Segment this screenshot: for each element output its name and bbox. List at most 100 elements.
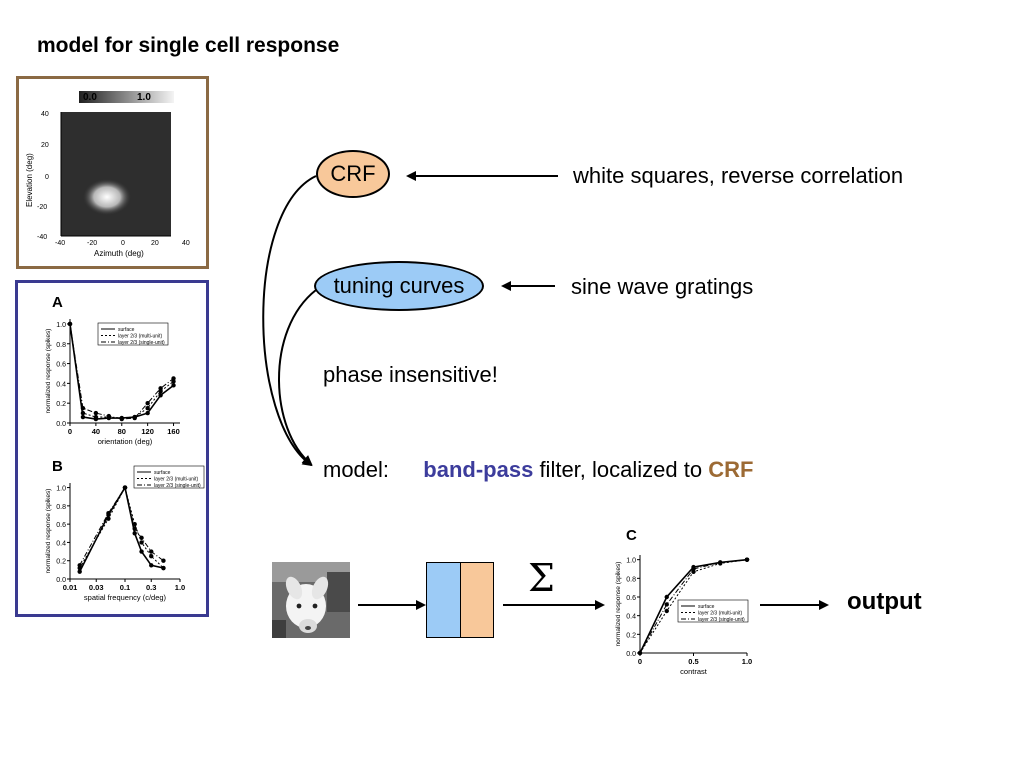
panel-b-data-point [161, 558, 166, 563]
panel-a-data-point [93, 410, 99, 416]
panel-a-xtick-label: 80 [118, 427, 126, 436]
panel-a-data-point [171, 383, 176, 388]
panel-b-ytick-label: 1.0 [56, 486, 66, 493]
tuning-curves-node: tuning curves [314, 261, 484, 311]
scale-max-label: 1.0 [137, 92, 151, 103]
output-label: output [847, 588, 922, 615]
model-prefix: model: [323, 457, 390, 482]
panel-a-data-point [119, 416, 124, 422]
panel-b-legend-label: surface [154, 470, 171, 476]
model-crf: CRF [708, 457, 754, 482]
panel-b-data-point [161, 565, 166, 571]
model-description: model: band-pass filter, localized to CR… [323, 457, 753, 483]
panel-a-series-line [69, 323, 174, 420]
panel-c-xlabel: contrast [680, 667, 708, 676]
panel-c-data-point [664, 602, 669, 607]
panel-c-ytick-label: 1.0 [626, 558, 636, 565]
rf-xtick: -20 [87, 240, 97, 247]
panel-a-ytick-label: 0.4 [56, 381, 66, 388]
panel-b-ytick-label: 0.0 [56, 577, 66, 584]
panel-c-legend-label: layer 2/3 (multi-unit) [698, 611, 743, 617]
panel-a-ytick-label: 1.0 [56, 322, 66, 329]
panel-a-data-point [158, 386, 163, 391]
panel-a-xtick-label: 0 [68, 427, 72, 436]
panel-b-ytick-label: 0.8 [56, 504, 66, 511]
panel-a-data-point [158, 393, 163, 398]
panel-b-legend-label: layer 2/3 (multi-unit) [154, 477, 199, 483]
panel-b-xlabel: spatial frequency (c/deg) [84, 593, 167, 602]
panel-c-legend-box [677, 599, 749, 623]
panel-b-data-point [132, 531, 137, 536]
panel-b-letter: B [52, 458, 63, 475]
panel-b-xtick-label: 1.0 [175, 583, 185, 592]
crf-node-label: CRF [330, 161, 376, 186]
panel-a-data-point [67, 321, 73, 327]
panel-c-data-point [664, 608, 669, 614]
panel-b-data-point [122, 485, 128, 490]
summation-symbol: Σ [528, 556, 555, 600]
panel-c-data-point [691, 566, 696, 572]
panel-c-xtick-label: 1.0 [742, 657, 752, 666]
crf-node: CRF [316, 150, 390, 198]
panel-b-ylabel: normalized response (spikes) [45, 489, 52, 574]
rf-xlabel: Azimuth (deg) [94, 249, 144, 258]
panel-a-data-point [145, 400, 150, 406]
panel-a-xtick-label: 160 [167, 427, 180, 436]
panel-a-xtick-label: 40 [92, 427, 100, 436]
receptive-field-map: 0.0 1.0 -40 -20 0 20 40 40 20 0 -20 -40 … [25, 91, 190, 258]
panel-b-data-point [106, 510, 111, 516]
rf-ytick: 0 [45, 174, 49, 181]
panel-c-xtick-label: 0.5 [688, 657, 698, 666]
panel-a-ytick-label: 0.2 [56, 401, 66, 408]
rf-xtick: 40 [182, 240, 190, 247]
panel-a-ylabel: normalized response (spikes) [45, 329, 52, 414]
panel-a-ytick-label: 0.8 [56, 342, 66, 349]
tuning-source-label: sine wave gratings [571, 274, 754, 299]
panel-a-data-point [145, 405, 150, 411]
panel-b-data-point [139, 549, 144, 554]
panel-a-legend-label: layer 2/3 (single-unit) [118, 340, 165, 346]
panel-a-legend-label: surface [118, 327, 135, 333]
panel-a-xtick-label: 120 [141, 427, 154, 436]
panel-c-legend-label: layer 2/3 (single-unit) [698, 617, 745, 623]
panel-c-ytick-label: 0.8 [626, 576, 636, 583]
panel-c-data-point [664, 594, 669, 600]
rf-ytick: -40 [37, 234, 47, 241]
panel-a-data-point [132, 415, 137, 421]
panel-b-data-point [149, 549, 154, 554]
filter-blue-half [427, 563, 461, 637]
panel-a-data-point [80, 414, 86, 420]
panel-b-data-point [77, 563, 82, 568]
panel-c-ylabel: normalized response (spikes) [615, 562, 622, 647]
tuning-curves-node-label: tuning curves [333, 273, 465, 298]
panel-b-xtick-label: 0.01 [63, 583, 78, 592]
tuning-to-model-arrow [278, 289, 317, 466]
panel-a-legend-label: layer 2/3 (multi-unit) [118, 334, 163, 340]
rf-xtick: 0 [121, 240, 125, 247]
scale-min-label: 0.0 [83, 92, 97, 103]
panel-b-data-point [139, 540, 144, 545]
rf-ytick: 20 [41, 142, 49, 149]
rf-ylabel: Elevation (deg) [25, 153, 34, 207]
panel-b-ytick-label: 0.6 [56, 522, 66, 529]
rf-ytick: 40 [41, 111, 49, 118]
rf-xtick: 20 [151, 240, 159, 247]
panel-c-legend-label: surface [698, 604, 715, 610]
rf-heatmap [61, 112, 171, 236]
panel-b-legend-label: layer 2/3 (single-unit) [154, 483, 201, 489]
crf-source-label: white squares, reverse correlation [573, 163, 904, 188]
crf-to-model-arrow [262, 175, 317, 467]
panel-a-legend-box [97, 322, 169, 346]
panel-c-ytick-label: 0.4 [626, 614, 636, 621]
panel-b-legend-box [133, 465, 205, 489]
panel-a-ytick-label: 0.0 [56, 421, 66, 428]
panel-a-data-point [80, 405, 86, 411]
panel-a-data-point [145, 410, 150, 416]
panel-b-ytick-label: 0.4 [56, 540, 66, 547]
